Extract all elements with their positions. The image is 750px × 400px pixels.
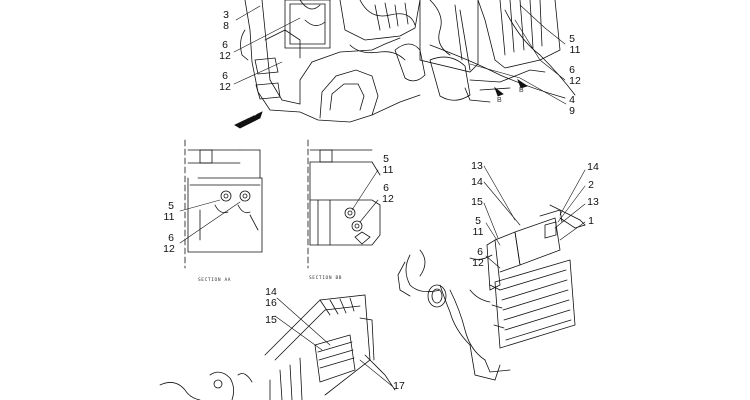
callout-top-b-1: 6 — [222, 39, 228, 51]
callout-bl-16: 16 — [265, 297, 277, 309]
right-assembly-drawing — [398, 205, 585, 380]
section-aa-label: SECTION AA — [198, 278, 232, 283]
callout-right-14b: 14 — [587, 161, 599, 173]
callout-top-c-1: 6 — [222, 70, 228, 82]
callout-top-b-2: 12 — [219, 50, 231, 62]
top-leaders — [234, 5, 566, 104]
section-bb-drawing — [308, 140, 380, 268]
callout-bl-15: 15 — [265, 314, 277, 326]
section-bb-leaders — [352, 170, 378, 222]
callout-bb-a-2: 11 — [382, 164, 394, 176]
callout-top-e-1: 6 — [569, 64, 575, 76]
callout-top-f-1: 4 — [569, 94, 575, 106]
callout-top-a-1: 3 — [223, 9, 229, 21]
callout-bb-a-1: 5 — [383, 153, 389, 165]
callout-top-f-2: 9 — [569, 105, 575, 117]
callout-right-15: 15 — [471, 196, 483, 208]
section-b-marker-1: B — [497, 97, 503, 104]
section-aa-leaders — [180, 200, 240, 243]
callout-bb-b-2: 12 — [382, 193, 394, 205]
callout-bl-17: 17 — [393, 380, 405, 392]
callout-top-e-2: 12 — [569, 75, 581, 87]
callout-aa-b-1: 6 — [168, 232, 174, 244]
callout-top-d-1: 5 — [569, 33, 575, 45]
callout-aa-a-2: 11 — [163, 211, 175, 223]
callout-right-2: 2 — [588, 179, 594, 191]
callout-aa-b-2: 12 — [163, 243, 175, 255]
section-aa-drawing — [185, 140, 262, 268]
callout-right-1: 1 — [588, 215, 594, 227]
callout-right-13a: 13 — [471, 160, 483, 172]
bottom-left-leaders — [275, 298, 392, 386]
bottom-left-assembly-drawing — [160, 295, 395, 400]
callout-bl-14: 14 — [265, 286, 277, 298]
callout-right-6: 6 — [477, 246, 483, 258]
section-b-marker-2: B — [519, 87, 525, 94]
callout-top-d-2: 11 — [569, 44, 581, 56]
callout-aa-a-1: 5 — [168, 200, 174, 212]
callout-top-c-2: 12 — [219, 81, 231, 93]
callout-right-11: 11 — [472, 226, 484, 238]
callout-right-13b: 13 — [587, 196, 599, 208]
callout-right-12: 12 — [472, 257, 484, 269]
callout-right-5: 5 — [475, 215, 481, 227]
callout-right-14a: 14 — [471, 176, 483, 188]
callout-bb-b-1: 6 — [383, 182, 389, 194]
top-assembly-drawing — [235, 0, 575, 128]
section-bb-label: SECTION BB — [309, 276, 343, 281]
right-leaders — [484, 166, 585, 268]
callout-top-a-2: 8 — [223, 20, 229, 32]
